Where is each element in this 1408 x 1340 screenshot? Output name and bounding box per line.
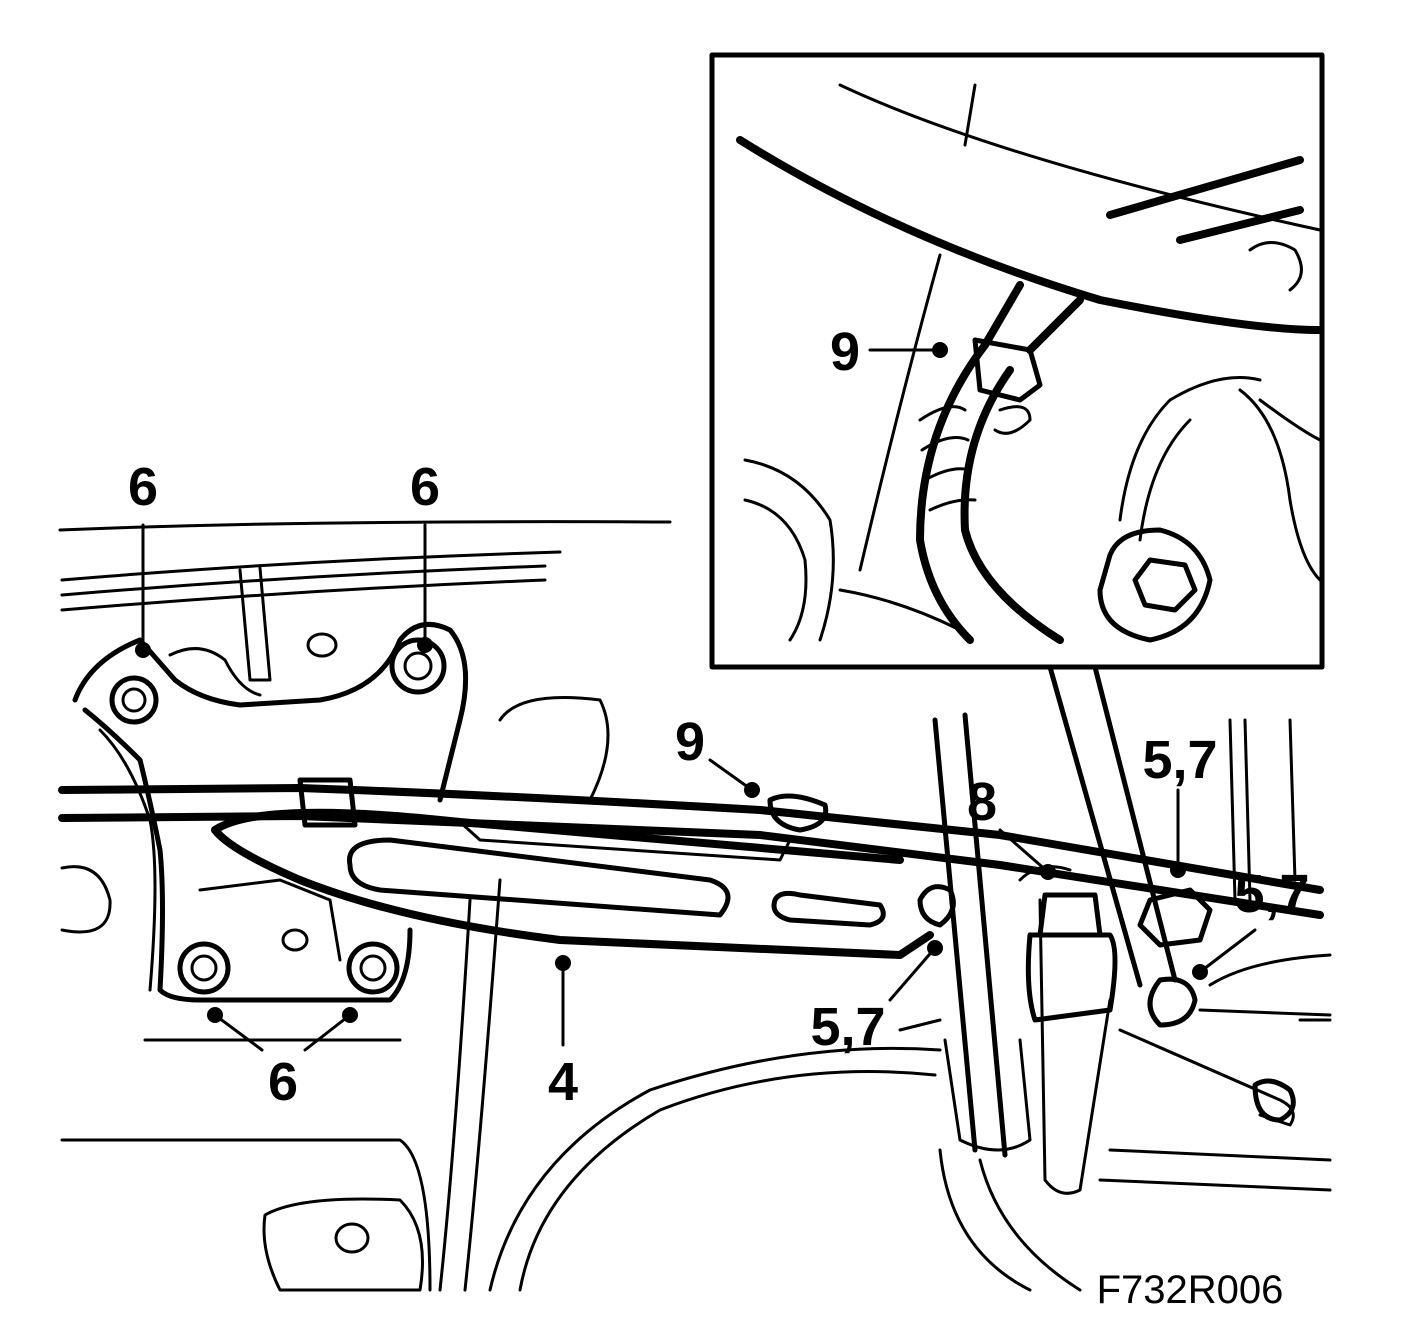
callout-57-lower: 5,7 <box>810 997 885 1057</box>
left-mounting-bracket <box>72 566 469 1003</box>
figure-code: F732R006 <box>1097 1268 1284 1312</box>
callout-4: 4 <box>548 1052 578 1112</box>
bolt-top-mid <box>389 637 447 695</box>
crossmember-4 <box>211 808 934 959</box>
callout-57-upper: 5,7 <box>1142 730 1217 790</box>
inset-leader-lines <box>1047 664 1178 988</box>
bolt-bottom-right <box>346 941 400 995</box>
callout-9-inset: 9 <box>830 322 860 382</box>
callout-8: 8 <box>967 772 997 832</box>
callout-6-top-mid: 6 <box>410 457 440 517</box>
bolt-top-left <box>109 675 159 725</box>
leader-line-6-bottom <box>207 1007 358 1052</box>
callout-6-top-left: 6 <box>128 457 158 517</box>
callout-57-right: 5,7 <box>1234 864 1309 924</box>
leader-line-57-upper <box>1170 788 1186 878</box>
body-panel-outline <box>58 520 942 1292</box>
bolt-bottom-left <box>177 941 231 995</box>
leader-line-57-right <box>1192 928 1257 980</box>
leader-line-9-main <box>708 758 760 798</box>
leader-line-6-top-mid <box>417 523 433 653</box>
bolt-group <box>109 637 447 995</box>
rear-suspension-assembly <box>898 712 1332 1292</box>
leader-line-8 <box>998 828 1056 880</box>
callout-9-main: 9 <box>675 712 705 772</box>
leader-line-9-inset <box>868 342 948 358</box>
leader-line-57-lower <box>888 940 943 1002</box>
callout-6-bottom: 6 <box>268 1052 298 1112</box>
leader-line-6-top-left <box>135 523 151 658</box>
inset-detail <box>709 52 1325 670</box>
leader-line-4 <box>555 955 571 1047</box>
